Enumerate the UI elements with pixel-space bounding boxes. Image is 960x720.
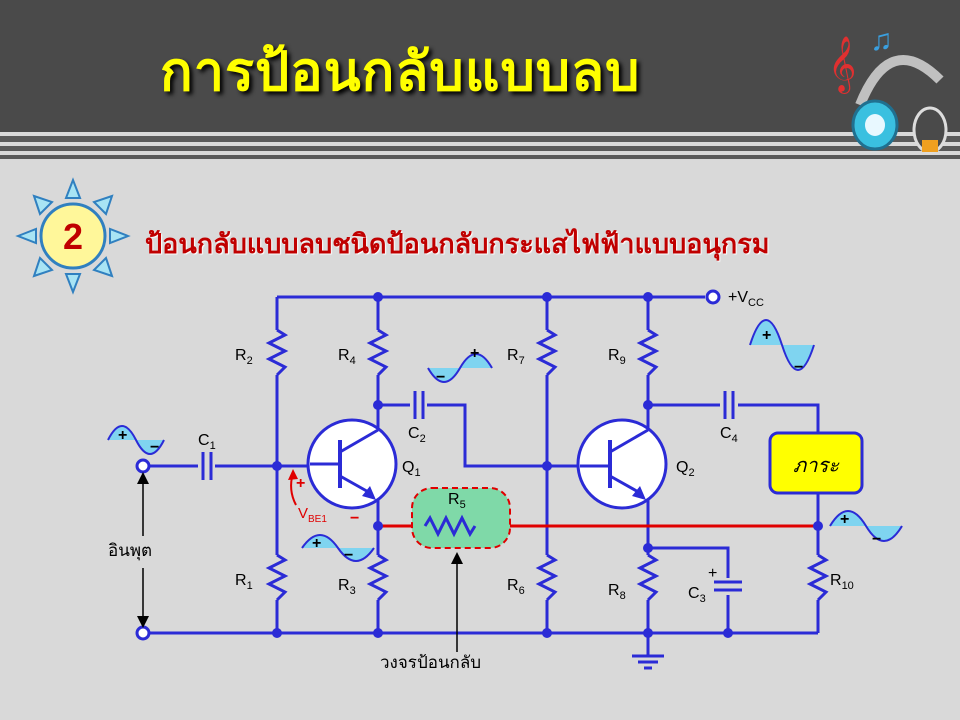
badge-number: 2 — [63, 216, 83, 257]
r10-label: R10 — [830, 572, 854, 592]
c4-label: C4 — [720, 425, 738, 445]
r6-label: R6 — [507, 577, 525, 597]
r9-label: R9 — [608, 347, 626, 367]
header-stripe — [0, 146, 960, 151]
c2-label: C2 — [408, 425, 426, 445]
r4-label: R4 — [338, 347, 356, 367]
svg-text:𝄞: 𝄞 — [828, 37, 856, 94]
wave-input-icon — [107, 425, 165, 455]
c1-label: C1 — [198, 432, 216, 452]
r10-resistor — [806, 553, 830, 602]
header-stripe — [0, 136, 960, 142]
wave-feedback-icon — [829, 510, 903, 542]
r5-label: R5 — [448, 491, 466, 511]
wave-emitter-icon — [301, 534, 375, 562]
header-bar — [0, 0, 960, 132]
junction-dots — [272, 292, 823, 638]
step-badge: 2 — [15, 177, 131, 295]
wave-minus: − — [150, 439, 159, 456]
q2-label: Q2 — [676, 459, 695, 479]
r8-label: R8 — [608, 582, 626, 602]
vcc-label: +VCC — [728, 289, 764, 309]
feedback-circuit-label: วงจรป้อนกลับ — [380, 653, 481, 672]
ground-icon — [632, 654, 664, 670]
r6-resistor — [535, 553, 559, 602]
load-box — [768, 431, 864, 495]
input-terminal — [135, 458, 151, 474]
c3-label: C3 — [688, 585, 706, 605]
wave-plus: + — [762, 327, 771, 344]
headphones-music-icon: 𝄞 ♫ — [828, 24, 948, 154]
r1-resistor — [265, 553, 289, 602]
r8-resistor — [636, 553, 660, 602]
wave-minus: − — [344, 547, 353, 564]
r3-label: R3 — [338, 577, 356, 597]
q1-transistor — [306, 418, 398, 510]
wave-plus: + — [118, 427, 127, 444]
r9-resistor — [636, 328, 660, 377]
svg-text:♫: ♫ — [870, 24, 893, 57]
r7-resistor — [535, 328, 559, 377]
r5-resistor — [423, 514, 477, 538]
subtitle: ป้อนกลับแบบลบชนิดป้อนกลับกระแสไฟฟ้าแบบอน… — [145, 229, 770, 260]
vbe-plus: + — [296, 475, 305, 492]
wave-plus: + — [840, 511, 849, 528]
vbe-minus: − — [350, 510, 359, 527]
input-ground-terminal — [135, 625, 151, 641]
header-stripe — [0, 155, 960, 159]
r3-resistor — [366, 553, 390, 602]
vcc-terminal — [705, 289, 721, 305]
capacitors — [201, 391, 742, 592]
wave-c2-icon — [427, 353, 493, 383]
wave-plus: + — [312, 535, 321, 552]
r2-resistor — [265, 328, 289, 377]
resistors — [265, 328, 830, 602]
wave-output-icon — [749, 319, 815, 371]
q2-transistor — [576, 418, 668, 510]
wave-plus: + — [470, 345, 479, 362]
wave-minus: − — [794, 359, 803, 376]
page-title: การป้อนกลับแบบลบ — [160, 40, 641, 103]
wave-minus: − — [872, 531, 881, 548]
r2-label: R2 — [235, 347, 253, 367]
r1-label: R1 — [235, 572, 253, 592]
input-label: อินพุต — [108, 541, 152, 561]
vbe-arrowhead — [288, 469, 298, 480]
r7-label: R7 — [507, 347, 525, 367]
load-label: ภาระ — [793, 455, 840, 477]
q1-label: Q1 — [402, 459, 421, 479]
r4-resistor — [366, 328, 390, 377]
wave-minus: − — [436, 369, 445, 386]
c3-plus: + — [708, 565, 717, 582]
vbe-label: VBE1 — [298, 505, 327, 525]
